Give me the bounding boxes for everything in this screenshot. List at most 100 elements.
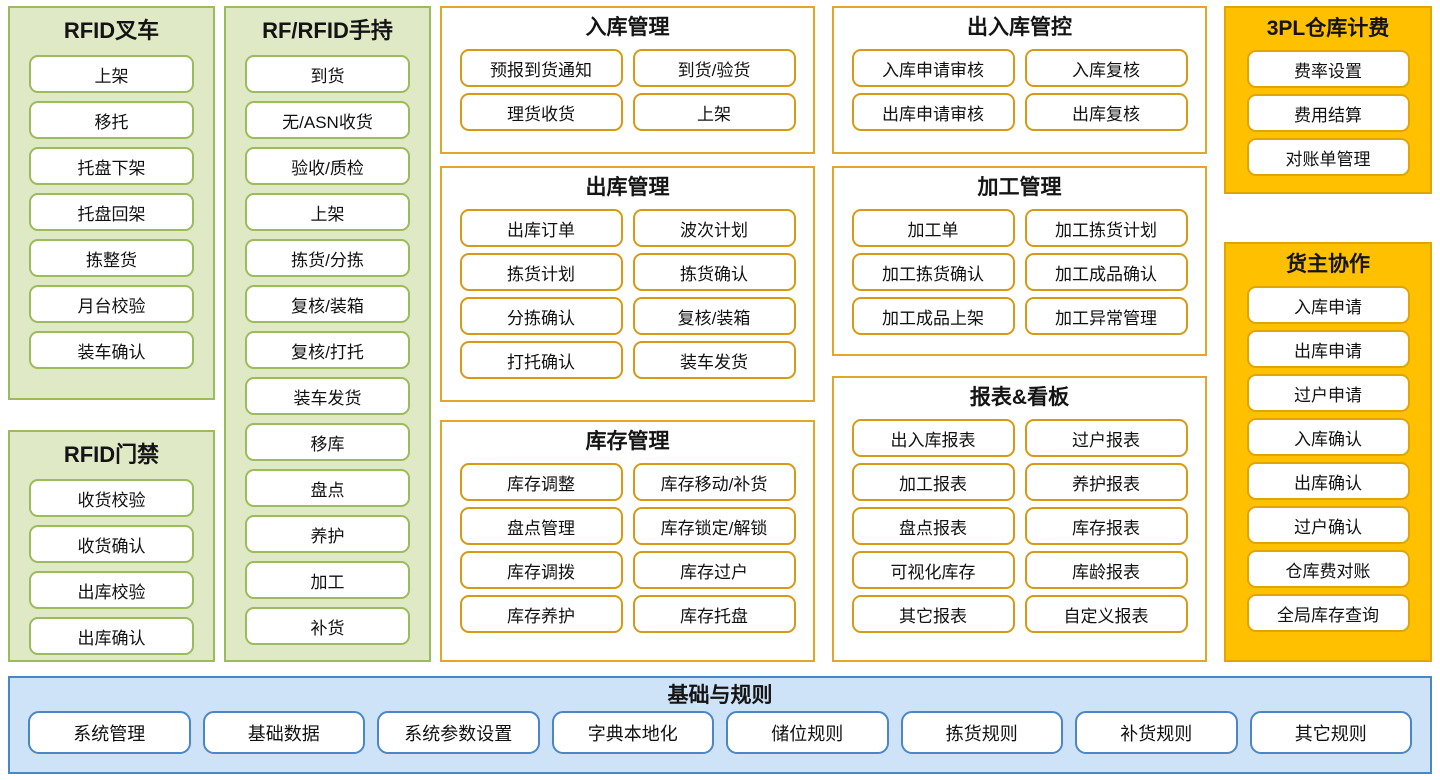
module-button[interactable]: 盘点报表 [851,507,1015,545]
module-button[interactable]: 到货/验货 [632,49,796,87]
module-button[interactable]: 复核/打托 [245,331,410,369]
module-button[interactable]: 储位规则 [726,711,889,754]
button-group-rfid-forklift: 上架移托托盘下架托盘回架拣整货月台校验装车确认 [10,51,213,373]
module-button[interactable]: 加工报表 [851,463,1015,501]
button-group-inbound-management: 预报到货通知到货/验货理货收货上架 [442,46,813,134]
module-button[interactable]: 拣货规则 [900,711,1063,754]
module-button[interactable]: 托盘下架 [29,147,194,185]
module-button[interactable]: 盘点 [245,469,410,507]
panel-title-inbound-management: 入库管理 [585,16,670,39]
module-button[interactable]: 预报到货通知 [459,49,623,87]
module-button[interactable]: 无/ASN收货 [245,101,410,139]
module-button[interactable]: 上架 [245,193,410,231]
module-button[interactable]: 上架 [632,93,796,131]
panel-3pl-warehouse-billing: 3PL仓库计费 费率设置费用结算对账单管理 [1224,6,1432,194]
module-button[interactable]: 装车发货 [245,377,410,415]
module-button[interactable]: 可视化库存 [851,551,1015,589]
panel-title-outbound-management: 出库管理 [585,176,670,199]
module-button[interactable]: 入库确认 [1246,418,1410,456]
module-button[interactable]: 库龄报表 [1024,551,1188,589]
module-button[interactable]: 其它报表 [851,595,1015,633]
module-button[interactable]: 系统管理 [28,711,191,754]
module-button[interactable]: 入库复核 [1024,49,1188,87]
module-button[interactable]: 分拣确认 [459,297,623,335]
module-button[interactable]: 基础数据 [202,711,365,754]
module-button[interactable]: 对账单管理 [1246,138,1410,176]
module-button[interactable]: 拣货确认 [632,253,796,291]
module-button[interactable]: 打托确认 [459,341,623,379]
module-button[interactable]: 上架 [29,55,194,93]
module-button[interactable]: 库存调拨 [459,551,623,589]
module-button[interactable]: 库存过户 [632,551,796,589]
module-button[interactable]: 收货确认 [29,525,194,563]
module-button[interactable]: 费用结算 [1246,94,1410,132]
module-button[interactable]: 库存养护 [459,595,623,633]
panel-inbound-outbound-control: 出入库管控 入库申请审核入库复核出库申请审核出库复核 [832,6,1207,154]
module-button[interactable]: 验收/质检 [245,147,410,185]
module-button[interactable]: 过户报表 [1024,419,1188,457]
panel-title-owner-collaboration: 货主协作 [1286,253,1370,276]
module-button[interactable]: 月台校验 [29,285,194,323]
module-button[interactable]: 加工单 [851,209,1015,247]
button-group-inbound-outbound-control: 入库申请审核入库复核出库申请审核出库复核 [834,46,1205,134]
panel-base-and-rules: 基础与规则 系统管理基础数据系统参数设置字典本地化储位规则拣货规则补货规则其它规… [8,676,1432,774]
module-button[interactable]: 拣货计划 [459,253,623,291]
module-button[interactable]: 字典本地化 [551,711,714,754]
module-button[interactable]: 补货 [245,607,410,645]
button-group-rfid-gate: 收货校验收货确认出库校验出库确认 [10,475,213,659]
module-button[interactable]: 收货校验 [29,479,194,517]
module-button[interactable]: 系统参数设置 [377,711,540,754]
module-button[interactable]: 库存锁定/解锁 [632,507,796,545]
module-button[interactable]: 过户确认 [1246,506,1410,544]
button-group-inventory-management: 库存调整库存移动/补货盘点管理库存锁定/解锁库存调拨库存过户库存养护库存托盘 [442,460,813,636]
module-button[interactable]: 出库订单 [459,209,623,247]
panel-title-rfid-forklift: RFID叉车 [63,18,160,43]
module-button[interactable]: 拣货/分拣 [245,239,410,277]
module-button[interactable]: 补货规则 [1075,711,1238,754]
module-button[interactable]: 库存报表 [1024,507,1188,545]
module-button[interactable]: 出库复核 [1024,93,1188,131]
module-button[interactable]: 加工成品确认 [1024,253,1188,291]
module-button[interactable]: 入库申请审核 [851,49,1015,87]
module-button[interactable]: 过户申请 [1246,374,1410,412]
module-button[interactable]: 出库申请 [1246,330,1410,368]
module-button[interactable]: 出库申请审核 [851,93,1015,131]
module-button[interactable]: 自定义报表 [1024,595,1188,633]
panel-title-rfid-gate: RFID门禁 [63,442,160,467]
module-button[interactable]: 加工异常管理 [1024,297,1188,335]
module-button[interactable]: 库存移动/补货 [632,463,796,501]
module-button[interactable]: 加工拣货计划 [1024,209,1188,247]
module-button[interactable]: 装车发货 [632,341,796,379]
panel-title-base-and-rules: 基础与规则 [667,684,773,707]
module-button[interactable]: 全局库存查询 [1246,594,1410,632]
module-button[interactable]: 库存调整 [459,463,623,501]
module-button[interactable]: 仓库费对账 [1246,550,1410,588]
module-button[interactable]: 其它规则 [1249,711,1412,754]
module-button[interactable]: 理货收货 [459,93,623,131]
module-button[interactable]: 出库确认 [29,617,194,655]
module-button[interactable]: 托盘回架 [29,193,194,231]
module-button[interactable]: 装车确认 [29,331,194,369]
module-button[interactable]: 养护 [245,515,410,553]
module-button[interactable]: 出入库报表 [851,419,1015,457]
module-button[interactable]: 加工拣货确认 [851,253,1015,291]
panel-title-inbound-outbound-control: 出入库管控 [967,16,1072,39]
module-button[interactable]: 出库校验 [29,571,194,609]
module-button[interactable]: 入库申请 [1246,286,1410,324]
module-button[interactable]: 加工成品上架 [851,297,1015,335]
module-button[interactable]: 库存托盘 [632,595,796,633]
module-button[interactable]: 移托 [29,101,194,139]
module-button[interactable]: 复核/装箱 [245,285,410,323]
module-button[interactable]: 出库确认 [1246,462,1410,500]
module-button[interactable]: 波次计划 [632,209,796,247]
module-button[interactable]: 养护报表 [1024,463,1188,501]
module-button[interactable]: 费率设置 [1246,50,1410,88]
module-button[interactable]: 到货 [245,55,410,93]
module-button[interactable]: 复核/装箱 [632,297,796,335]
module-button[interactable]: 移库 [245,423,410,461]
module-button[interactable]: 加工 [245,561,410,599]
module-button[interactable]: 盘点管理 [459,507,623,545]
module-button[interactable]: 拣整货 [29,239,194,277]
button-group-reports-dashboard: 出入库报表过户报表加工报表养护报表盘点报表库存报表可视化库存库龄报表其它报表自定… [834,416,1205,636]
panel-inventory-management: 库存管理 库存调整库存移动/补货盘点管理库存锁定/解锁库存调拨库存过户库存养护库… [440,420,815,662]
